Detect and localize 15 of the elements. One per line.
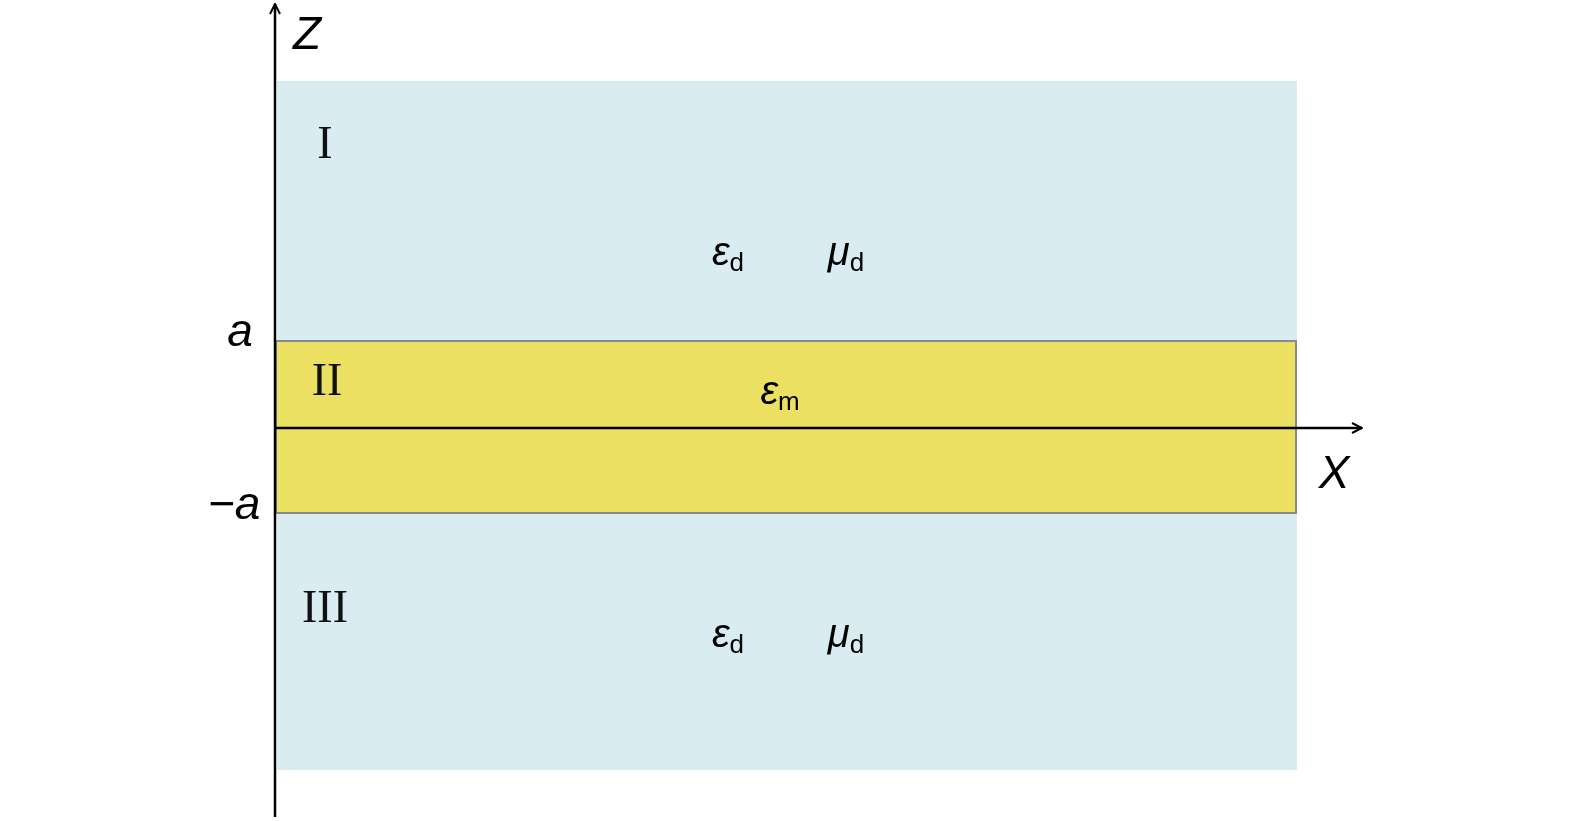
axis-label: X: [1318, 449, 1350, 495]
permeability-label: μ$_{d}$: [827, 230, 865, 276]
dielectric-region: [277, 514, 1297, 770]
permittivity-label: ε$_{d}$: [712, 230, 744, 276]
region-numeral: I: [317, 120, 333, 166]
permittivity-label: ε$_{d}$: [712, 612, 744, 658]
dielectric-region: [277, 81, 1297, 340]
region-numeral: II: [311, 357, 343, 403]
permeability-label: μ$_{d}$: [827, 612, 865, 658]
metal-layer: [275, 340, 1297, 514]
region-numeral: III: [302, 584, 348, 630]
tick-label: a: [227, 307, 253, 353]
axis-label: Z: [292, 10, 322, 56]
tick-label: −a: [207, 480, 261, 526]
permittivity-label: ε$_{m}$: [760, 369, 800, 415]
